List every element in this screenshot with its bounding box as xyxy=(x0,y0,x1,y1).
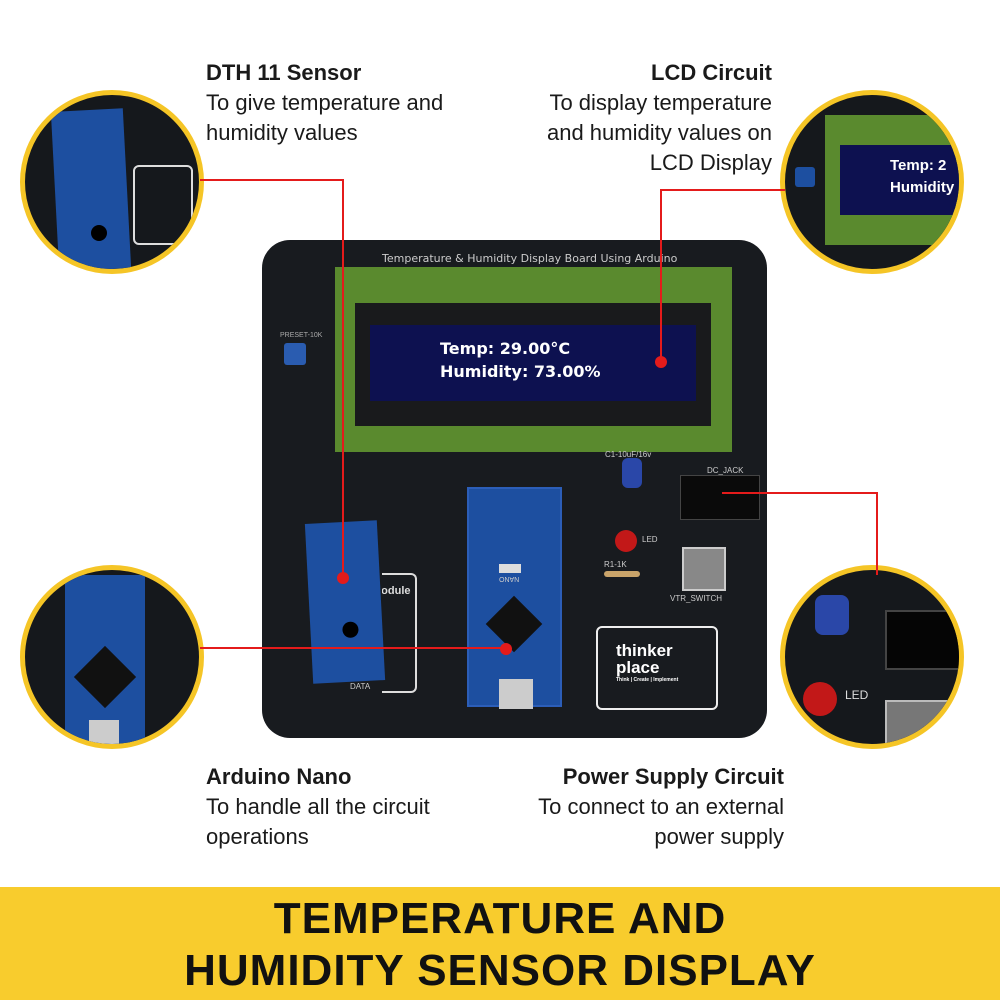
capacitor xyxy=(622,458,642,488)
switch xyxy=(682,547,726,591)
annotation-arduino: Arduino Nano To handle all the circuit o… xyxy=(206,762,430,852)
zoom-circle-power: LED xyxy=(780,565,964,749)
callout-dot-dth11 xyxy=(337,572,349,584)
resistor xyxy=(604,571,640,577)
callout-dot-arduino xyxy=(500,643,512,655)
thinkerplace-logo: thinker place Think | Create | Implement xyxy=(596,626,718,710)
annotation-power: Power Supply Circuit To connect to an ex… xyxy=(538,762,784,852)
board-title: Temperature & Humidity Display Board Usi… xyxy=(382,252,678,265)
banner-line-2: HUMIDITY SENSOR DISPLAY xyxy=(184,946,816,995)
dc-jack-label: DC_JACK xyxy=(707,466,744,475)
lcd-screen: Temp: 29.00°C Humidity: 73.00% xyxy=(355,303,711,426)
logo-line-1: thinker xyxy=(616,641,673,660)
switch-label: VTR_SWITCH xyxy=(670,594,722,603)
module-outline xyxy=(382,573,417,693)
data-label: DATA xyxy=(350,682,371,691)
callout-dot-lcd xyxy=(655,356,667,368)
annotation-dth11: DTH 11 Sensor To give temperature and hu… xyxy=(206,58,443,148)
annotation-text: To give temperature and xyxy=(206,90,444,115)
annotation-text: and humidity values on xyxy=(546,120,772,145)
annotation-text: LCD Display xyxy=(649,150,772,175)
annotation-text: To connect to an external xyxy=(538,794,784,819)
arduino-nano: NANO xyxy=(467,487,562,709)
annotation-text: humidity values xyxy=(206,120,358,145)
callout-line-dth11 xyxy=(200,179,344,578)
pcb-board: Temperature & Humidity Display Board Usi… xyxy=(262,240,767,738)
module-label: Module xyxy=(372,585,411,597)
annotation-lcd: LCD Circuit To display temperature and h… xyxy=(547,58,772,178)
logo-line-2: place xyxy=(616,658,660,677)
annotation-text: power supply xyxy=(654,824,784,849)
annotation-text: To display temperature xyxy=(549,90,772,115)
annotation-title: Power Supply Circuit xyxy=(562,764,784,789)
led-label: LED xyxy=(642,535,658,544)
callout-line-lcd xyxy=(660,189,785,362)
title-banner: TEMPERATURE AND HUMIDITY SENSOR DISPLAY xyxy=(0,887,1000,1000)
annotation-text: operations xyxy=(206,824,309,849)
lcd-line-1: Temp: 29.00°C xyxy=(440,339,571,358)
banner-line-1: TEMPERATURE AND xyxy=(273,894,727,943)
led xyxy=(615,530,637,552)
annotation-title: DTH 11 Sensor xyxy=(206,60,362,85)
capacitor-label: C1-10uF/16v xyxy=(605,450,652,459)
preset-potentiometer xyxy=(284,343,306,365)
annotation-title: Arduino Nano xyxy=(206,764,352,789)
preset-label: PRESET-10K xyxy=(280,332,323,339)
dc-jack xyxy=(680,475,760,520)
zoom-circle-arduino xyxy=(20,565,204,749)
lcd-line-2: Humidity: 73.00% xyxy=(440,362,601,381)
resistor-label: R1-1K xyxy=(604,560,627,569)
zoom-circle-dth11 xyxy=(20,90,204,274)
annotation-text: To handle all the circuit xyxy=(206,794,430,819)
logo-tagline: Think | Create | Implement xyxy=(616,677,679,683)
annotation-title: LCD Circuit xyxy=(651,60,772,85)
callout-line-power xyxy=(722,492,878,575)
